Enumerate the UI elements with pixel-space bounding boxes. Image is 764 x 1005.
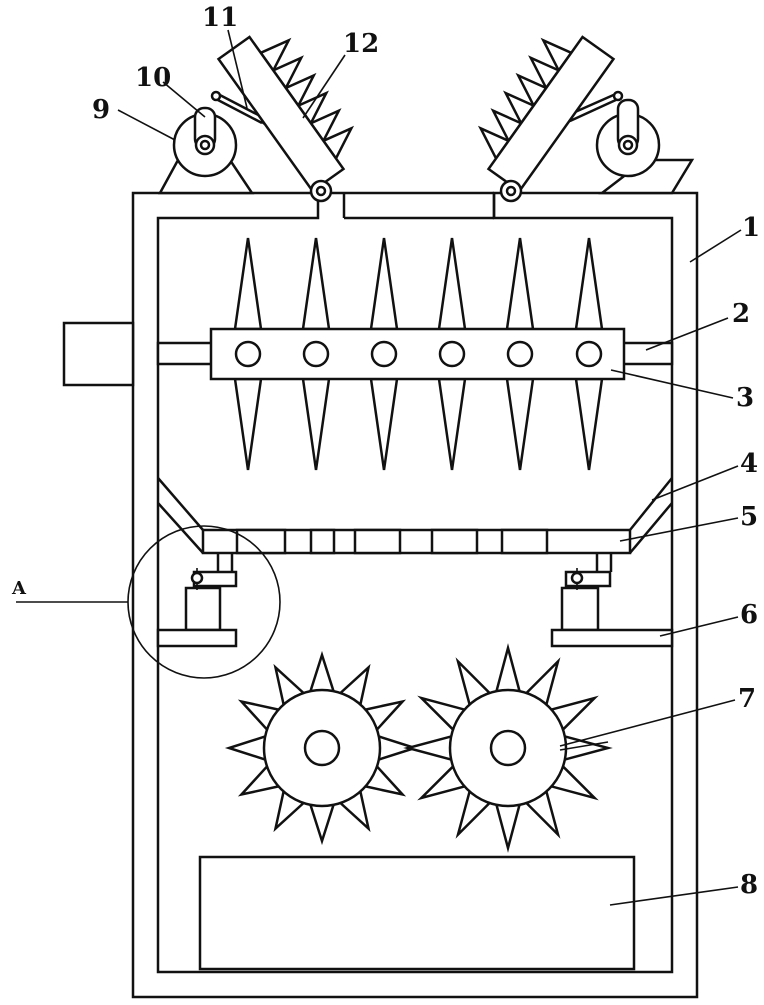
sieve-hole [235,528,287,555]
roller-hole [575,340,603,368]
vibrator-right [550,553,674,648]
feed-plate-right [477,35,616,193]
sieve-hole [430,528,479,555]
gear-tooth [403,734,453,762]
gear-tooth [494,803,522,853]
gear-right [403,643,613,853]
blade-up [369,237,399,331]
blade-down [574,377,604,471]
crushing-gears [224,643,613,853]
roller-hole [234,340,262,368]
roller-body [209,327,626,381]
label-9: 9 [92,95,110,125]
gear-tooth [308,650,336,693]
label-10: 10 [135,63,171,93]
label-8: 8 [740,870,758,900]
blade-down [369,377,399,471]
gear-left [224,650,420,846]
feed-plate-left [216,35,355,193]
sieve-hole [309,528,336,555]
gear-hub [303,729,341,767]
roller-hole [438,340,466,368]
label-a: A [11,578,27,599]
sieve-hole [500,528,549,555]
blade-up [574,237,604,331]
collection-box [198,855,636,971]
roller-hole [370,340,398,368]
blade-up [505,237,535,331]
crushing-roller [156,237,674,471]
gear-hub [489,729,527,767]
hopper [157,477,673,554]
housing [131,191,699,999]
label-7: 7 [738,684,756,714]
callouts: 1 2 3 4 5 6 7 8 9 10 11 12 [92,3,760,906]
blade-down [437,377,467,471]
vibrator-left [156,553,238,648]
feed-mechanism-left [157,35,355,203]
feed-mechanism-right [477,35,695,203]
blade-up [437,237,467,331]
label-11: 11 [202,3,238,33]
gear-tooth [224,734,267,762]
gear-tooth [308,803,336,846]
blade-down [301,377,331,471]
plate-body [486,35,616,193]
blade-down [505,377,535,471]
label-12: 12 [343,29,379,59]
label-4: 4 [740,449,758,479]
motor-box [62,321,135,387]
label-3: 3 [736,383,754,413]
roller-blades [233,237,604,471]
blade-up [233,237,263,331]
blade-up [301,237,331,331]
sieve-hole [353,528,402,555]
roller-hole [506,340,534,368]
plate-body [216,35,346,193]
label-5: 5 [740,502,758,532]
gear-tooth [494,643,522,693]
support-plate-left [156,628,238,648]
sieve-plate [201,528,632,555]
roller-hole [302,340,330,368]
support-plate-right [550,628,674,648]
label-6: 6 [740,600,758,630]
roller-holes [234,340,603,368]
label-2: 2 [732,299,750,329]
blade-down [233,377,263,471]
label-1: 1 [742,213,760,243]
